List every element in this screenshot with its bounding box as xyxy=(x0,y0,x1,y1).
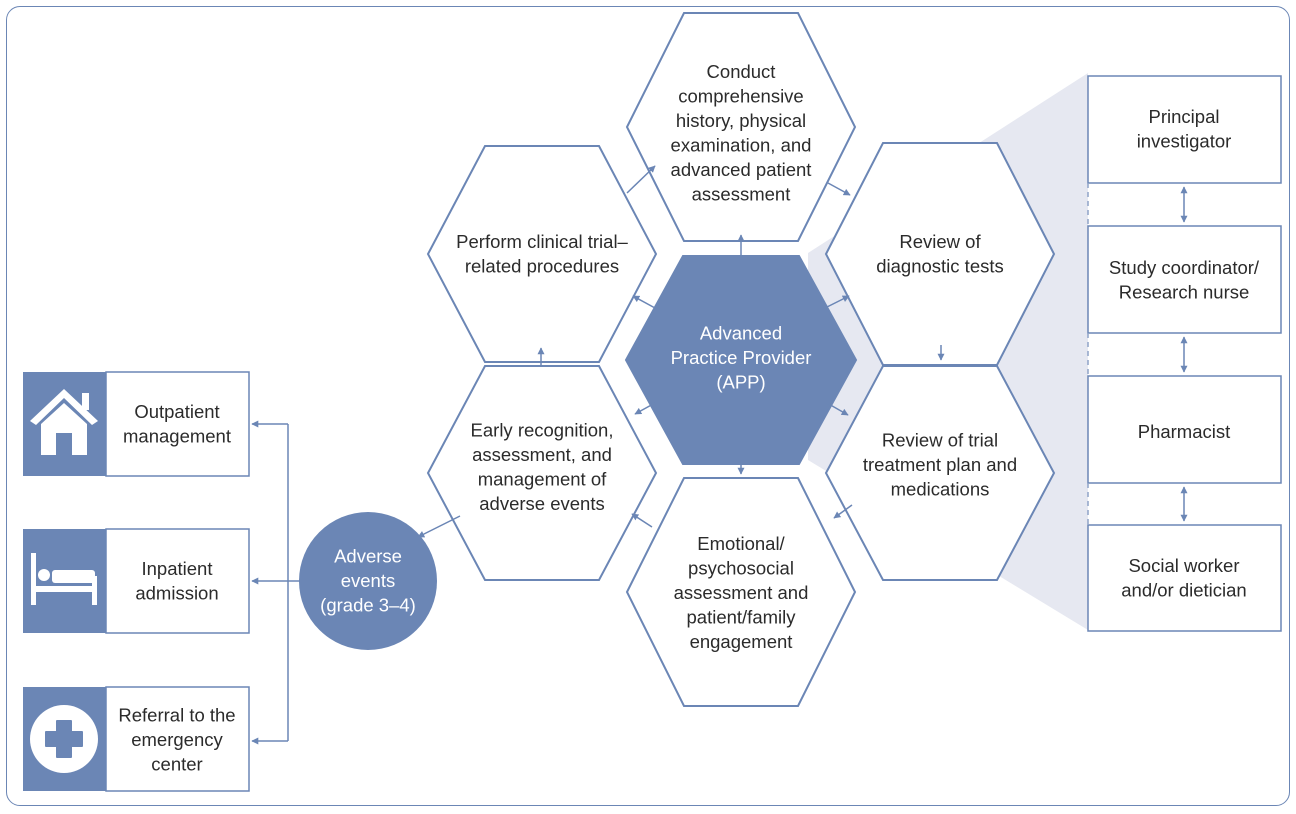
label-line: assessment, and xyxy=(472,444,612,465)
hexagon-arrows xyxy=(417,165,945,538)
label-line: comprehensive xyxy=(678,85,803,106)
team-box-principal-investigator xyxy=(1087,75,1282,184)
outcome-label-referral: Referral to the emergency center xyxy=(118,705,235,775)
label-line: treatment plan and xyxy=(863,454,1017,475)
label-line: center xyxy=(151,754,202,775)
label-line: Review of trial xyxy=(882,430,998,451)
label-line: emergency xyxy=(131,729,223,750)
hexagon-lower-right-label: Review of trial treatment plan and medicat… xyxy=(863,430,1017,500)
label-line: events xyxy=(341,570,396,591)
hexagon-upper-left xyxy=(426,145,658,363)
bed-icon xyxy=(31,553,97,605)
label-line: Adverse xyxy=(334,546,402,567)
outcome-box-referral xyxy=(23,686,250,792)
team-label-study-coordinator: Study coordinator/Research nurse xyxy=(1109,257,1260,303)
outcome-connectors xyxy=(251,420,300,745)
label-line: Perform clinical trial– xyxy=(456,231,628,252)
label-line: patient/family xyxy=(687,607,797,628)
hexagon-top xyxy=(625,12,857,242)
label-line: diagnostic tests xyxy=(876,255,1004,276)
hexagon-center-app xyxy=(624,255,858,465)
diagram-frame xyxy=(6,6,1290,806)
label-line: assessment xyxy=(692,183,791,204)
adverse-events-label: Adverse events (grade 3–4) xyxy=(320,546,416,616)
label-line: Advanced xyxy=(700,323,782,344)
hexagon-bottom-label: Emotional/psychosocial assessment and pati… xyxy=(674,533,809,652)
team-box-pharmacist xyxy=(1087,375,1282,484)
hexagon-lower-left-label: Early recognition, assessment, and managem… xyxy=(471,419,614,514)
label-line: medications xyxy=(891,479,990,500)
label-line: management of xyxy=(478,468,607,489)
label-line: (grade 3–4) xyxy=(320,595,416,616)
label-line: Inpatient xyxy=(142,558,213,579)
label-line: examination, and xyxy=(671,134,812,155)
medical-cross-icon xyxy=(30,705,98,773)
label-line: psychosocial xyxy=(688,558,794,579)
team-box-social-worker xyxy=(1087,524,1282,632)
label-line: engagement xyxy=(690,631,793,652)
label-line: Practice Provider xyxy=(671,347,812,368)
hexagon-upper-right-label: Review of diagnostic tests xyxy=(876,231,1004,277)
label-line: management xyxy=(123,425,231,446)
hexagon-lower-left xyxy=(426,365,658,581)
house-icon xyxy=(30,389,98,455)
hexagon-top-label: Conduct comprehensive history, physical exa… xyxy=(671,61,812,205)
team-box-study-coordinator xyxy=(1087,225,1282,334)
outcome-label-inpatient: Inpatient admission xyxy=(135,558,218,604)
label-line: Social worker xyxy=(1128,555,1239,576)
label-line: Referral to the xyxy=(118,705,235,726)
label-line: Early recognition, xyxy=(471,419,614,440)
hexagon-bottom xyxy=(625,477,857,707)
adverse-events-circle xyxy=(299,512,437,650)
label-line: and/or dietician xyxy=(1121,579,1246,600)
team-label-principal-investigator: Principal investigator xyxy=(1137,106,1232,152)
label-line: Study coordinator/ xyxy=(1109,257,1260,278)
label-line: Pharmacist xyxy=(1138,421,1231,442)
label-line: related procedures xyxy=(465,255,619,276)
team-label-pharmacist: Pharmacist xyxy=(1138,421,1231,442)
label-line: Conduct xyxy=(707,61,776,82)
label-line: history, physical xyxy=(676,110,806,131)
label-line: investigator xyxy=(1137,130,1232,151)
label-line: adverse events xyxy=(479,493,604,514)
label-line: Emotional/ xyxy=(697,533,785,554)
outcome-label-outpatient: Outpatient management xyxy=(123,401,231,447)
hexagon-lower-right xyxy=(824,365,1056,581)
label-line: Principal xyxy=(1149,106,1220,127)
label-line: admission xyxy=(135,582,218,603)
label-line: advanced patient xyxy=(671,159,812,180)
label-line: Research nurse xyxy=(1119,281,1250,302)
label-line: Review of xyxy=(899,231,981,252)
hexagon-upper-left-label: Perform clinical trial– related procedure… xyxy=(456,231,628,277)
team-label-social-worker: Social worker and/or dietician xyxy=(1121,555,1246,601)
label-line: assessment and xyxy=(674,582,809,603)
label-line: Outpatient xyxy=(134,401,219,422)
label-line: (APP) xyxy=(716,372,765,393)
